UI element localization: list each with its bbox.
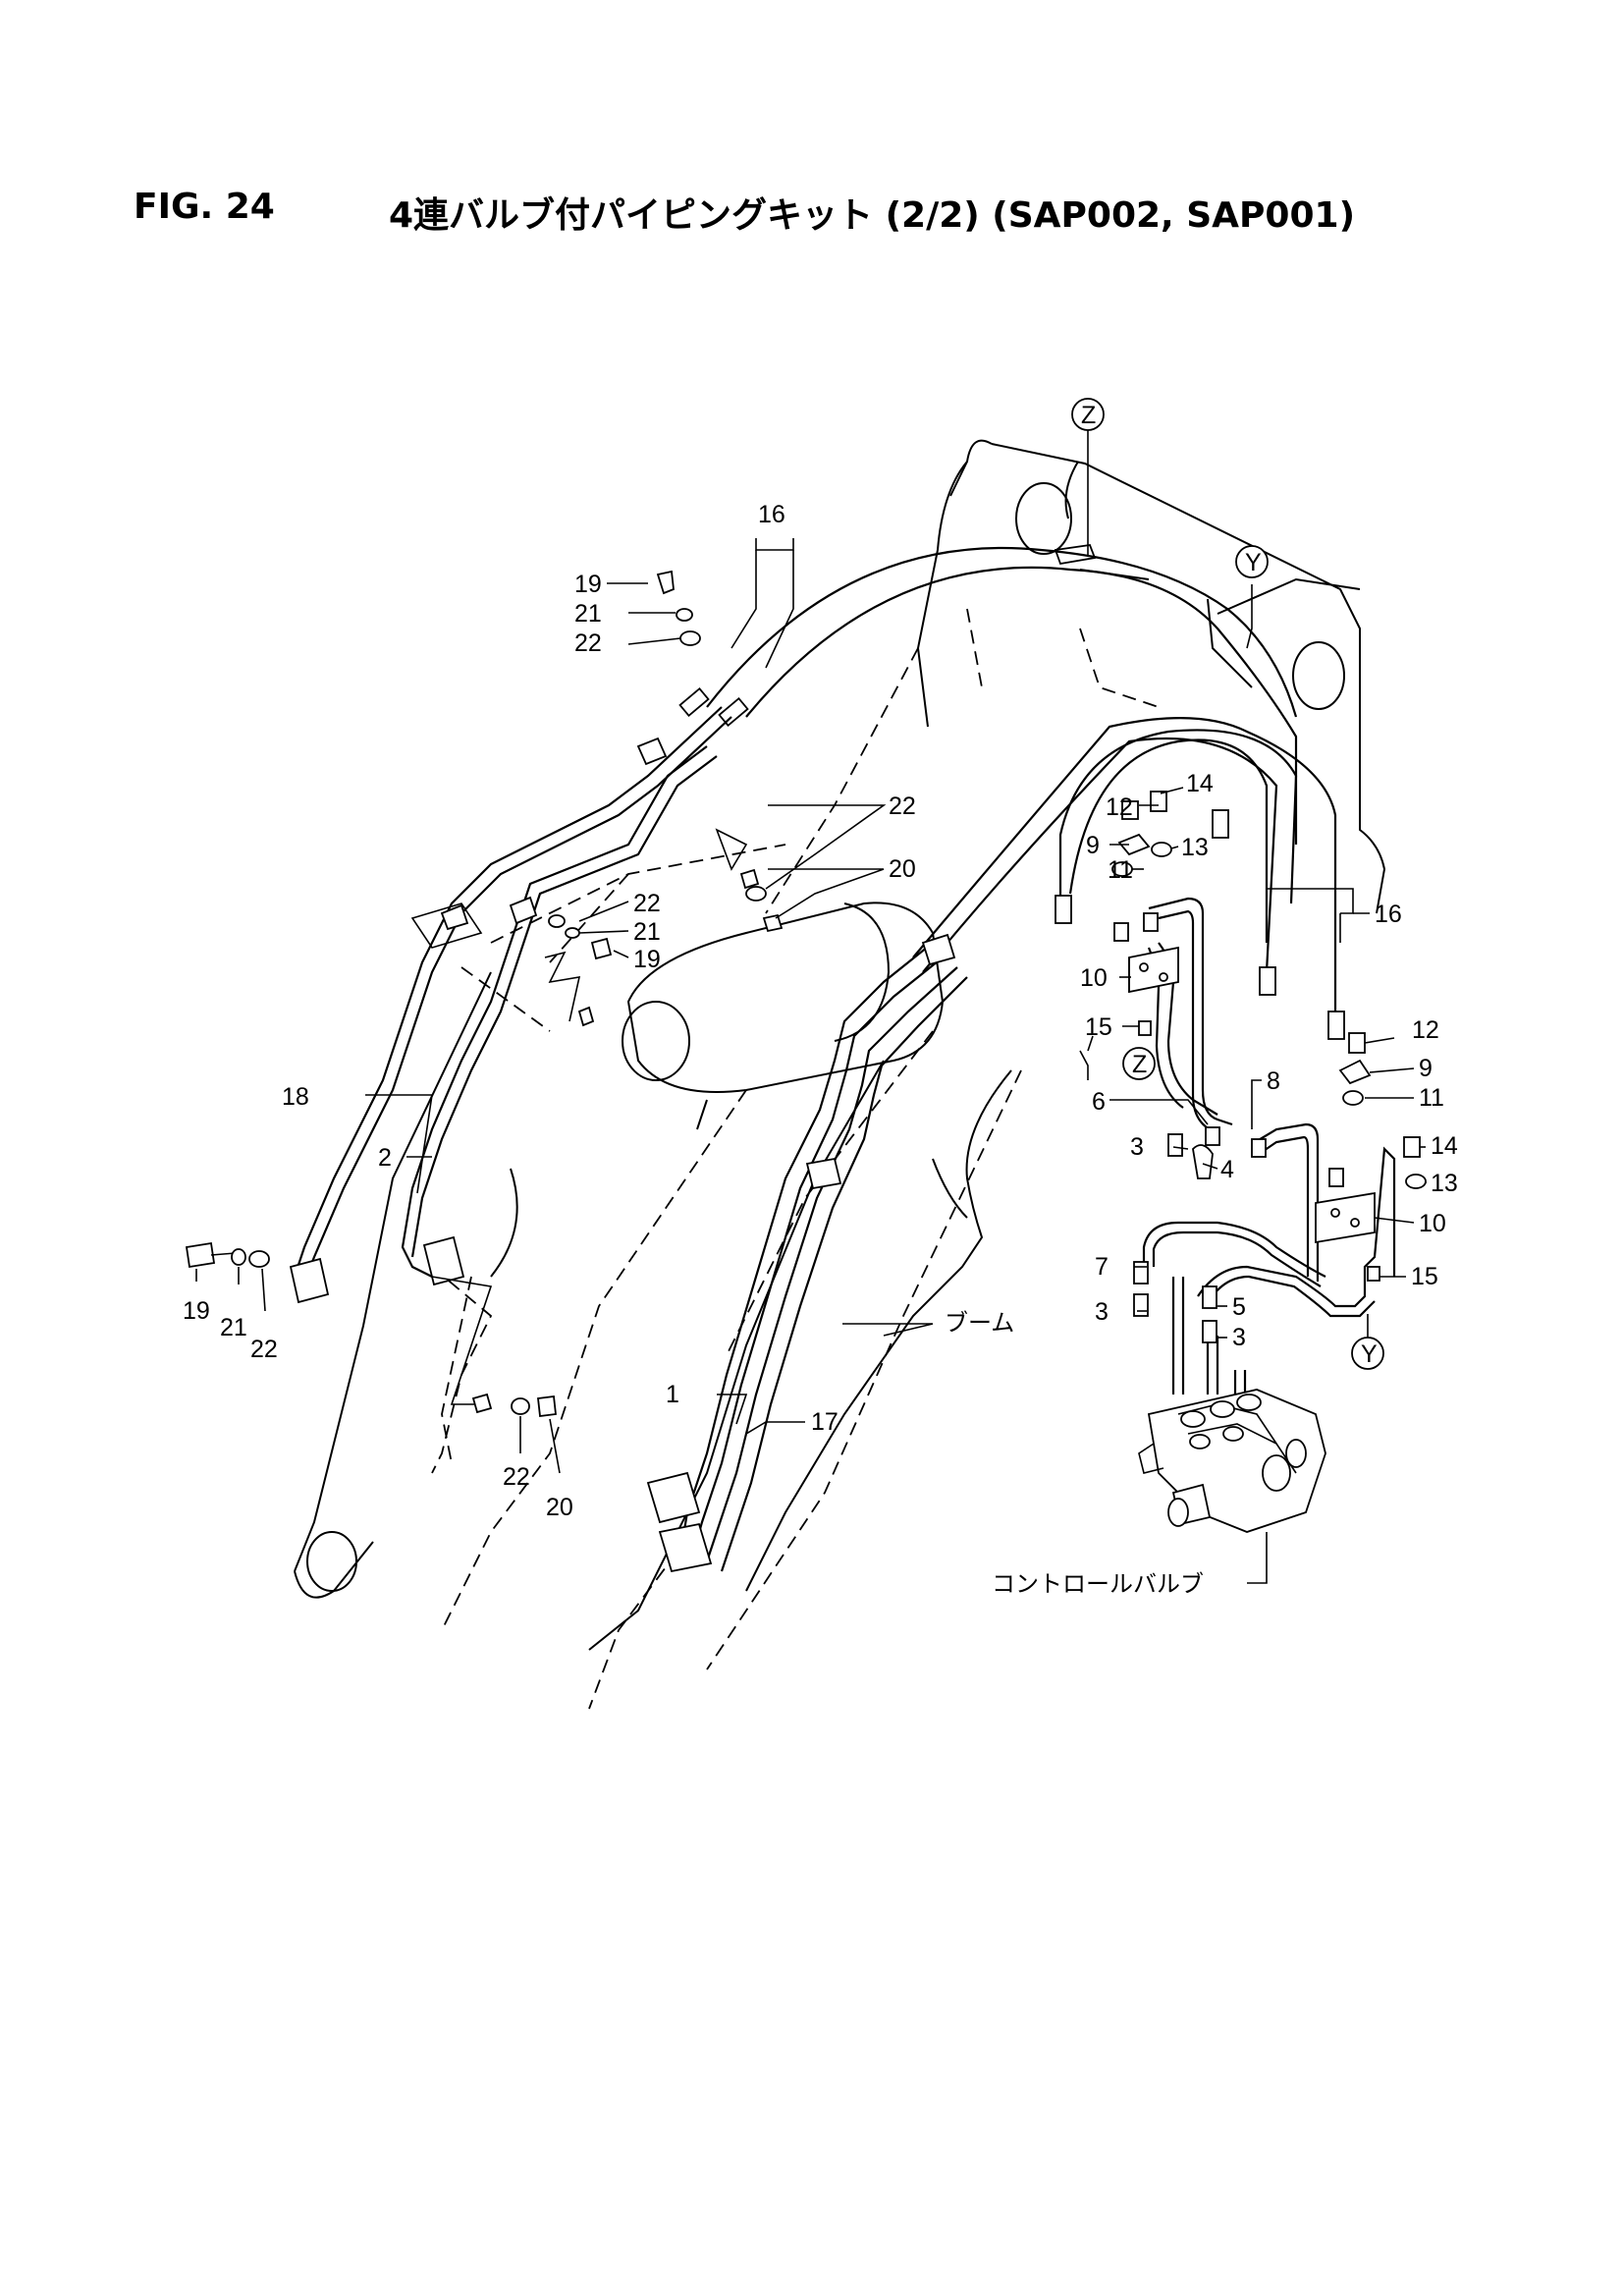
callout-12: 12 <box>1412 1016 1439 1044</box>
callout-21: 21 <box>633 918 661 946</box>
callout-9: 9 <box>1419 1055 1433 1082</box>
pipe-18-and-2 <box>289 706 760 1414</box>
callout-22: 22 <box>633 890 661 917</box>
callout-9: 9 <box>1086 832 1100 859</box>
callout-14: 14 <box>1431 1132 1458 1160</box>
callout-15: 15 <box>1411 1263 1438 1290</box>
callout-17: 17 <box>811 1408 839 1436</box>
callout-20: 20 <box>889 855 916 883</box>
callout-22: 22 <box>250 1336 278 1363</box>
boom-label: ブーム <box>945 1309 1014 1337</box>
marker-z-mid-label: Z <box>1132 1051 1147 1078</box>
marker-y-bottom <box>1351 1337 1384 1370</box>
callout-13: 13 <box>1431 1170 1458 1197</box>
callout-8: 8 <box>1267 1067 1280 1095</box>
callout-12: 12 <box>1106 793 1133 821</box>
callout-11: 11 <box>1419 1084 1444 1112</box>
marker-y-top-label: Y <box>1245 549 1262 576</box>
callout-10: 10 <box>1080 964 1108 992</box>
callout-11: 11 <box>1108 856 1133 884</box>
figure-number: FIG. 24 <box>134 187 275 227</box>
hose-16-group <box>678 546 1345 1040</box>
callout-22: 22 <box>889 793 916 820</box>
marker-z-top <box>1071 398 1105 431</box>
callout-22: 22 <box>503 1463 530 1491</box>
callout-22: 22 <box>574 629 602 657</box>
callout-13: 13 <box>1181 834 1209 861</box>
callout-18: 18 <box>282 1083 309 1111</box>
callout-19: 19 <box>633 946 661 973</box>
callout-15: 15 <box>1085 1013 1112 1041</box>
marker-y-top <box>1235 545 1269 578</box>
callout-4: 4 <box>1220 1156 1234 1183</box>
leader-lines <box>195 427 1427 1584</box>
callout-19: 19 <box>574 571 602 598</box>
marker-y-bottom-label: Y <box>1361 1340 1378 1368</box>
callout-21: 21 <box>574 600 602 628</box>
callout-1: 1 <box>666 1381 679 1408</box>
callout-6: 6 <box>1092 1088 1106 1116</box>
callout-3: 3 <box>1130 1133 1144 1161</box>
callout-20: 20 <box>546 1494 573 1521</box>
callout-14: 14 <box>1186 770 1214 797</box>
callout-16: 16 <box>1375 901 1402 928</box>
right-assembly <box>185 570 1427 1533</box>
callout-3: 3 <box>1232 1324 1246 1351</box>
reference-markers: Z Y Z Y <box>1071 398 1384 1370</box>
callout-21: 21 <box>220 1314 247 1341</box>
marker-z-mid <box>1122 1047 1156 1080</box>
callout-5: 5 <box>1232 1293 1246 1321</box>
callout-19: 19 <box>183 1297 210 1325</box>
callout-16: 16 <box>758 501 785 528</box>
callout-3: 3 <box>1095 1298 1109 1326</box>
callout-7: 7 <box>1095 1253 1109 1281</box>
callout-2: 2 <box>378 1144 392 1172</box>
callout-labels: 16 19 21 22 22 20 22 21 19 18 2 19 21 22… <box>183 501 1458 1598</box>
figure-title: 4連バルブ付パイピングキット (2/2) (SAP002, SAP001) <box>389 195 1356 236</box>
pipe-1-and-17 <box>646 933 968 1573</box>
callout-10: 10 <box>1419 1210 1446 1237</box>
marker-z-top-label: Z <box>1081 402 1096 429</box>
control-valve-label: コントロールバルブ <box>992 1570 1204 1598</box>
